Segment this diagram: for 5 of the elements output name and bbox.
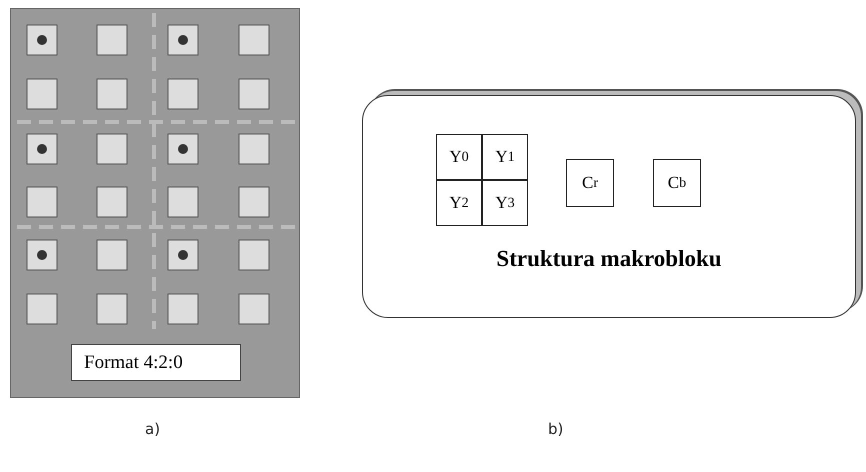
format-label: Format 4:2:0 xyxy=(71,344,241,381)
heading: Struktura makrobloku xyxy=(495,246,723,272)
panel-label: b) xyxy=(548,420,564,438)
panel-background xyxy=(10,8,300,398)
panel-label: a) xyxy=(145,420,160,438)
